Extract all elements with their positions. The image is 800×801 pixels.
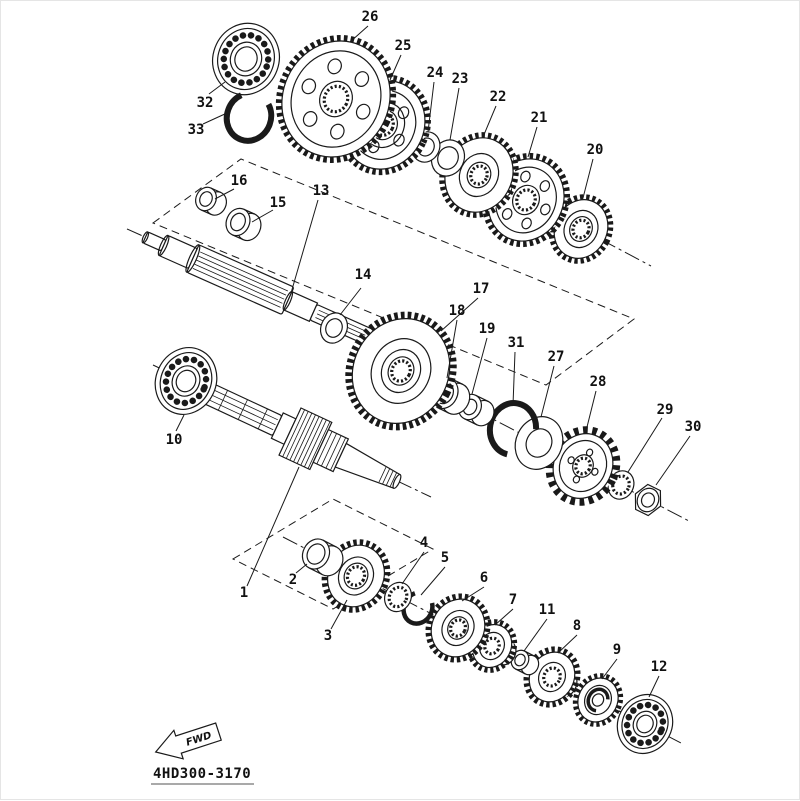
callout-4: 4	[420, 535, 428, 551]
callout-24: 24	[427, 65, 444, 81]
gear-8	[523, 646, 581, 708]
gear-20	[548, 194, 614, 264]
callout-9: 9	[613, 642, 621, 658]
callout-31: 31	[508, 335, 525, 351]
bearing-12	[616, 693, 674, 755]
bushing-15	[225, 207, 262, 242]
circlip-33	[223, 90, 275, 144]
callout-15: 15	[270, 195, 287, 211]
callout-21: 21	[531, 110, 548, 126]
shaft-13	[141, 231, 381, 349]
callout-11: 11	[539, 602, 556, 618]
callout-6: 6	[480, 570, 488, 586]
callout-33: 33	[188, 122, 205, 138]
washer-27	[514, 416, 564, 470]
callout-8: 8	[573, 618, 581, 634]
callout-20: 20	[587, 142, 604, 158]
callout-27: 27	[548, 349, 565, 365]
callout-32: 32	[197, 95, 214, 111]
callout-2: 2	[289, 572, 297, 588]
circlip-31	[486, 400, 540, 458]
gear-17	[345, 311, 457, 431]
nut-30	[634, 483, 662, 517]
washer-4	[383, 581, 413, 613]
callout-23: 23	[452, 71, 469, 87]
callout-16: 16	[231, 173, 248, 189]
callout-1: 1	[240, 585, 248, 601]
gear-6	[425, 593, 491, 663]
bearing-10	[154, 347, 218, 415]
bearing-32	[212, 22, 280, 96]
callout-12: 12	[651, 659, 668, 675]
callout-7: 7	[509, 592, 517, 608]
callout-22: 22	[490, 89, 507, 105]
washer-14	[319, 312, 349, 344]
callout-10: 10	[166, 432, 183, 448]
sprocket-28	[545, 426, 621, 506]
callout-13: 13	[313, 183, 330, 199]
diagram-code: 4HD300-3170	[153, 766, 251, 782]
leader-lines	[175, 25, 691, 698]
callout-28: 28	[590, 374, 607, 390]
callouts: 1 2 3 4 5 6 7 8 9 10 11 12 13 14 15 16 1…	[166, 9, 702, 675]
callout-3: 3	[324, 628, 332, 644]
callout-18: 18	[449, 303, 466, 319]
gear-26	[275, 35, 397, 163]
callout-26: 26	[362, 9, 379, 25]
callout-25: 25	[395, 38, 412, 54]
bushing-16	[195, 186, 228, 216]
bushing-2	[301, 538, 344, 577]
callout-14: 14	[355, 267, 372, 283]
callout-17: 17	[473, 281, 490, 297]
callout-29: 29	[657, 402, 674, 418]
callout-19: 19	[479, 321, 496, 337]
callout-5: 5	[441, 550, 449, 566]
gear-9	[572, 673, 624, 727]
callout-30: 30	[685, 419, 702, 435]
fwd-arrow: FWD	[154, 722, 222, 760]
